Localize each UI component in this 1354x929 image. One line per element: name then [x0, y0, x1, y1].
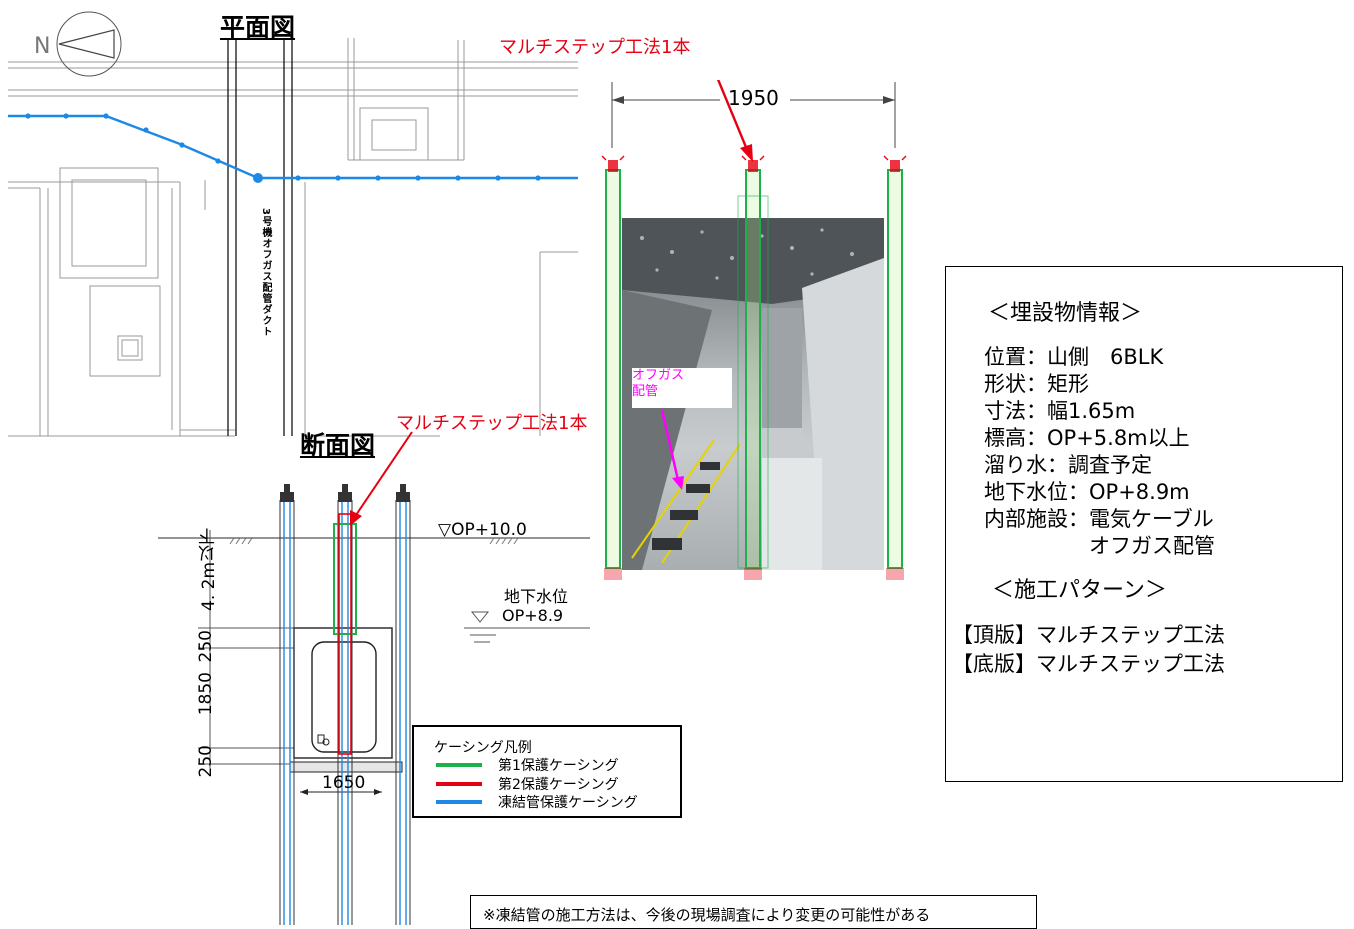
photo-label-offgas: オフガス: [632, 368, 685, 383]
photo-detail: [622, 218, 884, 570]
casing-left: [605, 160, 621, 569]
plan-view-drawing: [8, 11, 578, 437]
groundwater-label: 地下水位: [504, 587, 569, 606]
section-title: 断面図: [300, 431, 376, 460]
op-level-label: ▽OP+10.0: [438, 520, 527, 540]
north-label: N: [34, 34, 51, 59]
info-position: 位置：山側 6BLK: [984, 345, 1164, 369]
casing-right: [887, 160, 903, 569]
info-facilities-2: オフガス配管: [984, 534, 1215, 558]
info-size: 寸法：幅1.65m: [984, 399, 1136, 423]
info-heading: ＜埋設物情報＞: [988, 301, 1143, 326]
callout-plan-label: マルチステップ工法1本: [499, 37, 691, 58]
legend-line-green: [436, 763, 482, 767]
legend-line-blue: [436, 800, 482, 804]
legend-line-red: [436, 782, 482, 786]
legend-item-2: 第2保護ケーシング: [498, 777, 619, 793]
dimension-1950: 1950: [728, 86, 779, 110]
info-elevation: 標高：OP+5.8m以上: [984, 426, 1190, 450]
pattern-top-slab: 【頂版】マルチステップ工法: [952, 623, 1225, 647]
footnote: ※凍結管の施工方法は、今後の現場調査により変更の可能性がある: [470, 895, 1037, 929]
info-facilities: 内部施設：電気ケーブル: [984, 507, 1214, 531]
duct-label: 3号機オフガス配管ダクト: [260, 208, 271, 337]
section-drawing: [158, 431, 590, 925]
info-pooled-water: 溜り水：調査予定: [984, 453, 1152, 477]
info-shape: 形状：矩形: [984, 372, 1089, 396]
legend-item-1: 第1保護ケーシング: [498, 758, 619, 774]
legend-item-3: 凍結管保護ケーシング: [498, 795, 638, 811]
casing-center: [737, 160, 769, 569]
north-arrow-icon: [56, 11, 122, 77]
dim-250b-label: 250: [196, 745, 216, 778]
dim-top-label: 4. 2m以下: [199, 528, 219, 611]
elevation-drawing: [601, 80, 907, 580]
pattern-bottom-slab: 【底版】マルチステップ工法: [952, 652, 1225, 676]
dim-1650-label: 1650: [322, 773, 366, 793]
photo-label-box: オフガス 配管: [632, 368, 732, 408]
buried-object-info-box: ＜埋設物情報＞ 位置：山側 6BLK 形状：矩形 寸法：幅1.65m 標高：OP…: [945, 266, 1343, 782]
dim-250a-label: 250: [196, 630, 216, 663]
pattern-heading: ＜施工パターン＞: [992, 578, 1167, 603]
legend-title: ケーシング凡例: [434, 740, 532, 756]
casing-legend: ケーシング凡例 第1保護ケーシング 第2保護ケーシング 凍結管保護ケーシング: [412, 725, 682, 818]
groundwater-level: OP+8.9: [502, 606, 564, 625]
photo-label-pipe: 配管: [632, 384, 659, 399]
plan-title: 平面図: [220, 13, 296, 42]
site-photo: [622, 218, 884, 570]
callout-section-label: マルチステップ工法1本: [396, 413, 588, 434]
info-groundwater: 地下水位：OP+8.9m: [984, 480, 1190, 504]
dim-1850-label: 1850: [196, 672, 216, 716]
